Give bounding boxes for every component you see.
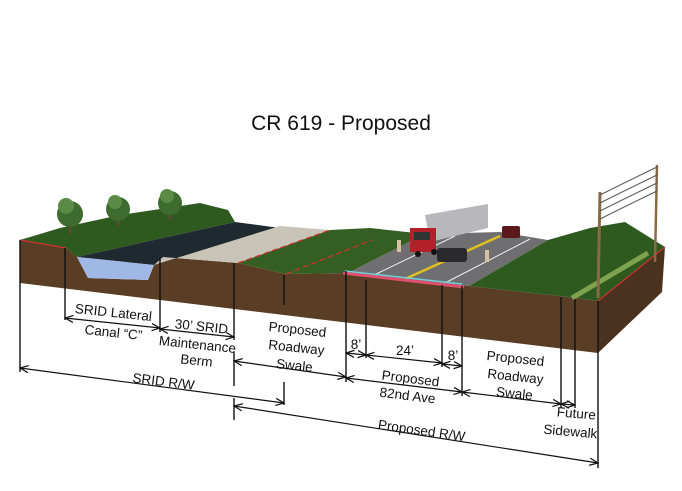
- berm-label-1: 30’ SRID: [174, 316, 229, 337]
- suv-icon: [502, 226, 520, 238]
- utility-pole-icon: [596, 164, 659, 299]
- swale-right-label-2: Roadway: [487, 366, 545, 387]
- dim-proposed-rw: [234, 406, 598, 463]
- berm-label-3: Berm: [180, 351, 214, 369]
- sidewalk-label-1: Future: [556, 404, 596, 422]
- lane-left-label: 8’: [351, 337, 362, 352]
- canal-water: [77, 257, 154, 280]
- rw-edge-marks-4: [597, 246, 666, 302]
- dimension-arrows: [20, 318, 598, 463]
- road-label-2: 82nd Ave: [379, 385, 436, 407]
- future-sidewalk-strip: [570, 250, 650, 301]
- dim-srid-rw: [20, 368, 284, 403]
- left-grass-field: [20, 203, 235, 257]
- semi-truck: [410, 204, 488, 257]
- dim-swale-left: [234, 361, 346, 377]
- dim-lanes: [366, 355, 442, 363]
- road-base-cyan: [344, 270, 463, 285]
- rw-edge-marks-3: [285, 239, 373, 275]
- sidewalk-label-2: Sidewalk: [543, 422, 598, 442]
- swale-left-label-1: Proposed: [268, 319, 327, 340]
- dim-swale-right: [462, 392, 561, 404]
- swale-right-label-3: Swale: [495, 384, 533, 403]
- dim-berm: [160, 329, 234, 337]
- car-icon: [437, 248, 467, 262]
- dim-lane-right: [442, 364, 462, 366]
- swale-right-label-1: Proposed: [486, 348, 545, 369]
- trees: [57, 189, 182, 234]
- tree-icon: [57, 198, 83, 234]
- diagram-title: CR 619 - Proposed: [251, 112, 431, 135]
- pedestrian-icon: [485, 250, 489, 262]
- lane-line-left: [371, 235, 456, 277]
- canal-label-2: Canal “C”: [84, 322, 143, 343]
- swale-left-label-2: Roadway: [268, 337, 326, 358]
- soil-front-face: [20, 240, 598, 353]
- lane-right-label: 8’: [448, 348, 459, 363]
- tree-icon: [106, 195, 130, 226]
- dim-road: [346, 378, 462, 392]
- lanes-label: 24’: [396, 343, 414, 358]
- proposed-rw-label: Proposed R/W: [377, 417, 466, 444]
- tree-icon: [158, 189, 182, 220]
- rw-edge-marks-2: [237, 229, 331, 264]
- maintenance-berm: [154, 226, 330, 265]
- srid-rw-label: SRID R/W: [132, 370, 196, 393]
- road-label-1: Proposed: [381, 368, 440, 390]
- left-swale-grass: [238, 228, 425, 274]
- dim-lane-left: [346, 353, 366, 355]
- swale-left-label-3: Swale: [275, 356, 313, 375]
- dim-canal: [65, 318, 160, 328]
- pedestrian-icon: [397, 240, 401, 252]
- canal-water-surface: [77, 222, 280, 265]
- road-curb-pink: [342, 271, 465, 289]
- soil-right-face: [598, 247, 665, 353]
- rw-edge-marks: [19, 239, 67, 249]
- right-grass-field: [469, 222, 665, 301]
